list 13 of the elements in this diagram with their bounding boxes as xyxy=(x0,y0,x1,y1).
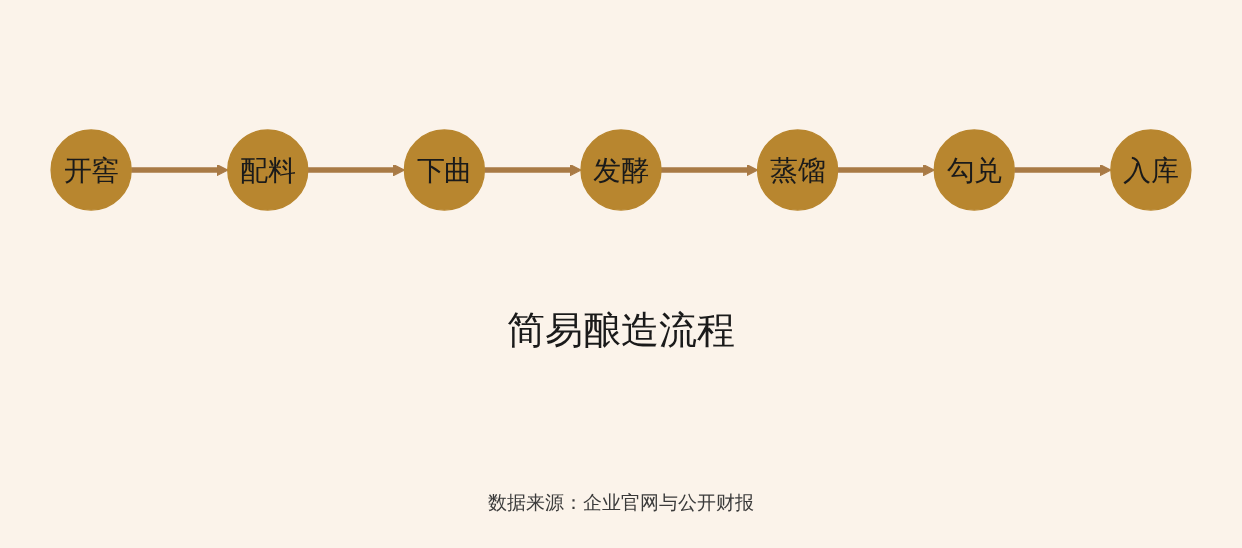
step-circle: 勾兑 xyxy=(933,129,1015,211)
step-circle: 蒸馏 xyxy=(756,129,839,211)
source-note: 数据来源：企业官网与公开财报 xyxy=(488,490,754,515)
step-circle: 发酵 xyxy=(580,129,662,211)
step-circle: 开窖 xyxy=(50,129,132,211)
arrow xyxy=(307,163,405,177)
step-circle: 下曲 xyxy=(403,129,486,211)
arrow xyxy=(1014,163,1112,177)
diagram-caption: 简易酿造流程 xyxy=(507,307,735,354)
step-circle: 入库 xyxy=(1110,129,1192,211)
arrow xyxy=(484,163,582,177)
step-circle: 配料 xyxy=(227,129,309,211)
arrow xyxy=(837,163,935,177)
